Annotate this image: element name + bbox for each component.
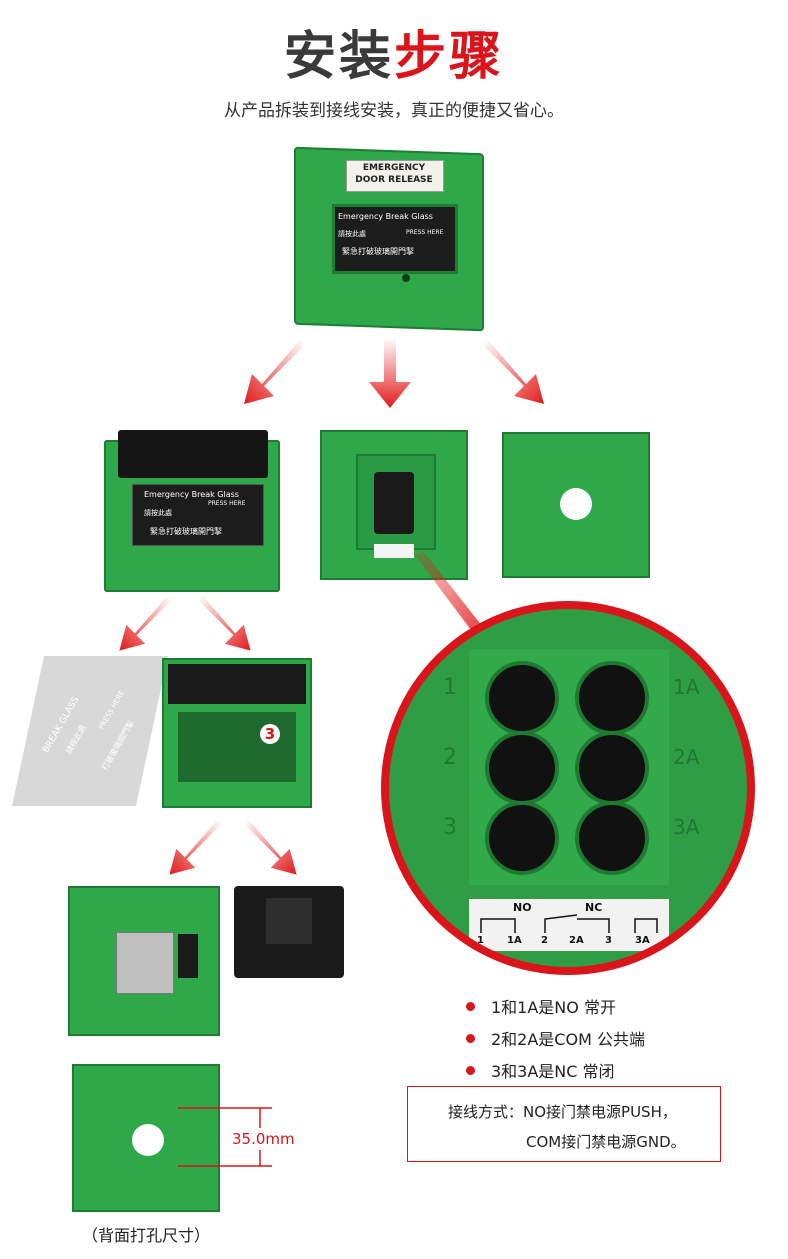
- main-device-image: EMERGENCY DOOR RELEASE Emergency Break G…: [294, 146, 484, 332]
- left-label: 3: [443, 815, 457, 840]
- opened-device-image: Emergency Break Glass 請按此處 PRESS HERE 緊急…: [104, 430, 280, 592]
- screw-terminal: [485, 801, 559, 875]
- opened-glass-cn: 緊急打破玻璃開門掣: [150, 527, 222, 536]
- diagram-term: 3A: [635, 935, 650, 946]
- left-label: 1: [443, 675, 457, 700]
- page-subtitle: 从产品拆装到接线安装，真正的便捷又省心。: [224, 101, 564, 121]
- device-glass-press-cn: 請按此處: [338, 230, 366, 238]
- terminal-block-image: [234, 886, 344, 978]
- screw-terminal: [575, 661, 649, 735]
- arrow-icon: [245, 819, 297, 875]
- left-label: 2: [443, 745, 457, 770]
- diagram-no: NO: [513, 901, 532, 914]
- dimension-label: 35.0mm: [232, 1130, 295, 1148]
- right-label: 3A: [673, 815, 700, 839]
- device-top-label-2: DOOR RELEASE: [355, 175, 433, 185]
- screw-terminal: [485, 661, 559, 735]
- diagram-term: 3: [605, 935, 612, 946]
- list-item: 2和2A是COM 公共端: [466, 1022, 645, 1054]
- mounting-plate-bottom-image: [72, 1064, 220, 1212]
- wiring-method-box: 接线方式：NO接门禁电源PUSH， COM接门禁电源GND。: [407, 1086, 721, 1162]
- mounting-plate-image: [502, 432, 650, 578]
- title-dark: 安装: [283, 27, 394, 87]
- glass-card-image: BREAK GLASS 請按此處 PRESS HERE 打破玻璃開門掣: [12, 656, 168, 806]
- step-marker: 3: [260, 724, 280, 744]
- opened-glass-en: Emergency Break Glass: [144, 490, 239, 499]
- caption: （背面打孔尺寸）: [82, 1226, 211, 1245]
- terminal-zoom-circle: 1 2 3 1A 2A 3A NO NC 1 1A 2 2A 3 3A: [381, 601, 755, 975]
- diagram-term: 1A: [507, 935, 522, 946]
- device-glass-en: Emergency Break Glass: [338, 212, 433, 221]
- diagram-term: 2A: [569, 935, 584, 946]
- arrow-icon: [199, 595, 251, 651]
- title-red: 步骤: [394, 27, 505, 87]
- screw-terminal: [485, 731, 559, 805]
- device-glass-press-en: PRESS HERE: [406, 229, 444, 236]
- arrow-icon: [119, 595, 171, 651]
- screw-terminal: [575, 731, 649, 805]
- arrow-icon: [169, 819, 221, 875]
- opened-glass-press-en: PRESS HERE: [208, 500, 246, 507]
- screw-icon: [402, 274, 410, 282]
- device-top-label-1: EMERGENCY: [362, 163, 426, 173]
- terminal-back-image: [320, 430, 468, 580]
- right-label: 1A: [673, 675, 700, 699]
- bullet-icon: [466, 1033, 475, 1043]
- wiring-list: 1和1A是NO 常开 2和2A是COM 公共端 3和3A是NC 常闭: [466, 990, 645, 1086]
- diagram-term: 1: [477, 935, 484, 946]
- dimension-lines: [178, 1107, 272, 1167]
- diagram-nc: NC: [585, 901, 603, 914]
- device-no-glass-image: 3: [162, 658, 312, 808]
- right-label: 2A: [673, 745, 700, 769]
- wiring-method-line1: 接线方式：NO接门禁电源PUSH，: [448, 1103, 677, 1121]
- arrow-icon: [484, 340, 544, 404]
- opened-glass-press-cn: 請按此處: [144, 509, 172, 517]
- wiring-diagram-label: NO NC 1 1A 2 2A 3 3A: [469, 899, 669, 951]
- diagram-term: 2: [541, 935, 548, 946]
- list-item: 1和1A是NO 常开: [466, 990, 645, 1022]
- wiring-method-line2: COM接门禁电源GND。: [526, 1133, 686, 1151]
- page-title: 安装步骤: [0, 22, 788, 92]
- bullet-icon: [466, 1001, 475, 1011]
- arrow-icon: [369, 338, 411, 408]
- internal-switch-image: [68, 886, 220, 1036]
- list-item: 3和3A是NC 常闭: [466, 1054, 645, 1086]
- bullet-icon: [466, 1065, 475, 1075]
- screw-terminal: [575, 801, 649, 875]
- arrow-icon: [244, 340, 304, 404]
- device-glass-cn: 緊急打破玻璃開門掣: [342, 247, 414, 256]
